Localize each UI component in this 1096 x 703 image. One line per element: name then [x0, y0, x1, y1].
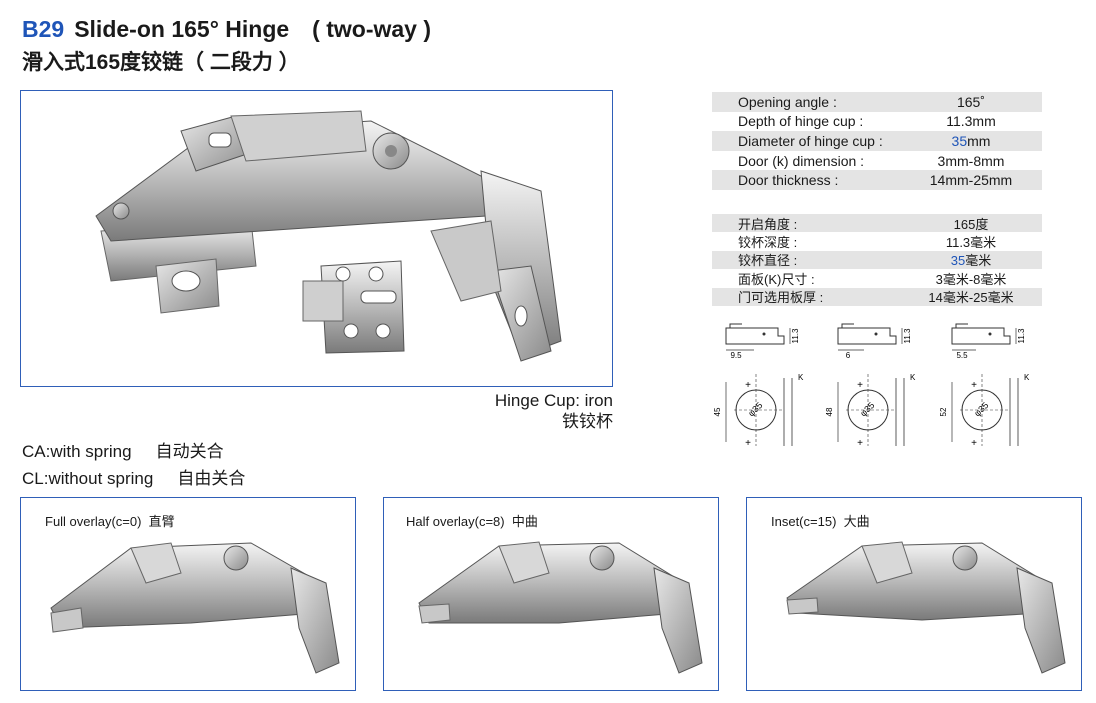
diagram-diameter: φ35 [746, 400, 764, 418]
dimension-diagrams: 11.3 9.5 φ35 + + 45 K 11.3 6 [712, 322, 1052, 457]
spec-label: 开启角度 : [738, 216, 798, 232]
spec-value: 35mm [916, 133, 1026, 149]
spec-value-highlight: 35 [950, 253, 966, 269]
hinge-inset-illustration [786, 541, 1066, 674]
caption-without-spring: CL:without spring 自由关合 [22, 465, 245, 492]
spec-table-zh: 开启角度 : 165度 铰杯深度 : 11.3毫米 铰杯直径 : 35毫米 面板(K)… [712, 214, 1042, 306]
spec-label: Door thickness : [738, 172, 839, 189]
spec-value-highlight: 35 [951, 132, 968, 149]
diagram-k: K [798, 373, 804, 382]
spec-label: Diameter of hinge cup : [738, 132, 883, 149]
variant-label: Inset(c=15) 大曲 [771, 514, 870, 529]
diagram-k: K [1024, 373, 1030, 382]
diagram-3: 11.3 5.5 φ35 + + 52 K [939, 323, 1030, 449]
spec-row: 门可选用板厚 : 14毫米-25毫米 [712, 287, 1042, 306]
spec-value: 11.3毫米 [945, 235, 997, 251]
spec-value: 165˚ [956, 93, 986, 110]
diagram-height: 52 [939, 407, 948, 416]
spec-value: 35毫米 [916, 250, 1026, 269]
spec-row: 面板(K)尺寸 : 3毫米-8毫米 [712, 269, 1042, 287]
spec-label: 铰杯深度 : [738, 235, 798, 251]
caption-zh: 自动关合 [155, 442, 224, 461]
spec-row: Diameter of hinge cup : 35mm [712, 131, 1042, 151]
spec-value: 3毫米-8毫米 [935, 271, 1007, 287]
plus-mark: + [745, 380, 751, 391]
spec-row: 铰杯深度 : 11.3毫米 [712, 232, 1042, 250]
caption-zh: 自由关合 [177, 469, 246, 488]
hinge-half-overlay-illustration [418, 541, 703, 674]
diagram-diameter: φ35 [858, 400, 876, 418]
spec-label: 铰杯直径 : [738, 253, 798, 269]
caption-en: CA:with spring [22, 442, 132, 461]
diagram-depth: 11.3 [903, 328, 912, 344]
diagram-depth: 11.3 [791, 328, 800, 344]
spec-row: Opening angle : 165˚ [712, 92, 1042, 112]
diagram-2: 11.3 6 φ35 + + 48 K [825, 323, 916, 449]
caption-en: CL:without spring [22, 469, 154, 488]
variant-inset: Inset(c=15) 大曲 [746, 497, 1082, 691]
spec-value-unit: mm [967, 132, 991, 149]
spec-label: 门可选用板厚 : [738, 290, 824, 306]
spec-row: 铰杯直径 : 35毫米 [712, 250, 1042, 270]
plus-mark: + [971, 380, 977, 391]
diagram-diameter: φ35 [972, 400, 990, 418]
spec-label: Opening angle : [738, 93, 837, 110]
product-title-zh: 滑入式165度铰链（ 二段力 ） [22, 51, 300, 74]
diagram-offset: 6 [846, 351, 851, 360]
variant-label: Half overlay(c=8) 中曲 [406, 514, 538, 529]
diagram-k: K [910, 373, 916, 382]
spec-value: 165度 [953, 216, 989, 232]
variant-full-overlay: Full overlay(c=0) 直臂 [20, 497, 356, 691]
spec-table-en: Opening angle : 165˚ Depth of hinge cup :… [712, 92, 1042, 190]
product-code: B29 [22, 16, 65, 42]
diagram-depth: 11.3 [1017, 328, 1026, 344]
diagram-offset: 5.5 [956, 351, 968, 360]
product-title-en: Slide-on 165° Hinge ( two-way ) [74, 16, 431, 42]
main-hinge-image [20, 90, 613, 387]
hinge-full-overlay-illustration [50, 542, 340, 674]
diagram-offset: 9.5 [730, 351, 742, 360]
hinge-illustration [95, 110, 562, 362]
hinge-cup-label: Hinge Cup: iron 铁铰杯 [430, 390, 613, 432]
plus-mark: + [745, 438, 751, 449]
variant-half-overlay: Half overlay(c=8) 中曲 [383, 497, 719, 691]
product-title: B29 Slide-on 165° Hinge ( two-way ) [22, 10, 431, 44]
dimension-diagrams-svg: 11.3 9.5 φ35 + + 45 K 11.3 6 [713, 323, 1030, 449]
plus-mark: + [857, 438, 863, 449]
spring-captions: CA:with spring 自动关合 CL:without spring 自由关合 [22, 438, 245, 492]
diagram-height: 45 [713, 407, 722, 416]
spec-value: 3mm-8mm [937, 152, 1005, 169]
spec-label: Depth of hinge cup : [738, 113, 864, 130]
spec-label: 面板(K)尺寸 : [738, 271, 815, 287]
spec-row: Depth of hinge cup : 11.3mm [712, 112, 1042, 132]
spec-value: 11.3mm [946, 113, 996, 130]
spec-value: 14毫米-25毫米 [928, 290, 1014, 306]
spec-value-unit: 毫米 [965, 253, 992, 269]
hinge-cup-en: Hinge Cup: iron [494, 391, 613, 410]
spec-label: Door (k) dimension : [738, 152, 865, 169]
spec-row: Door (k) dimension : 3mm-8mm [712, 151, 1042, 171]
variant-label: Full overlay(c=0) 直臂 [45, 514, 175, 529]
spec-row: 开启角度 : 165度 [712, 214, 1042, 233]
spec-row: Door thickness : 14mm-25mm [712, 170, 1042, 190]
diagram-height: 48 [825, 407, 834, 416]
hinge-cup-zh: 铁铰杯 [562, 412, 613, 431]
plus-mark: + [857, 380, 863, 391]
diagram-1: 11.3 9.5 φ35 + + 45 K [713, 323, 804, 449]
spec-value: 14mm-25mm [929, 172, 1013, 189]
plus-mark: + [971, 438, 977, 449]
caption-with-spring: CA:with spring 自动关合 [22, 438, 245, 465]
